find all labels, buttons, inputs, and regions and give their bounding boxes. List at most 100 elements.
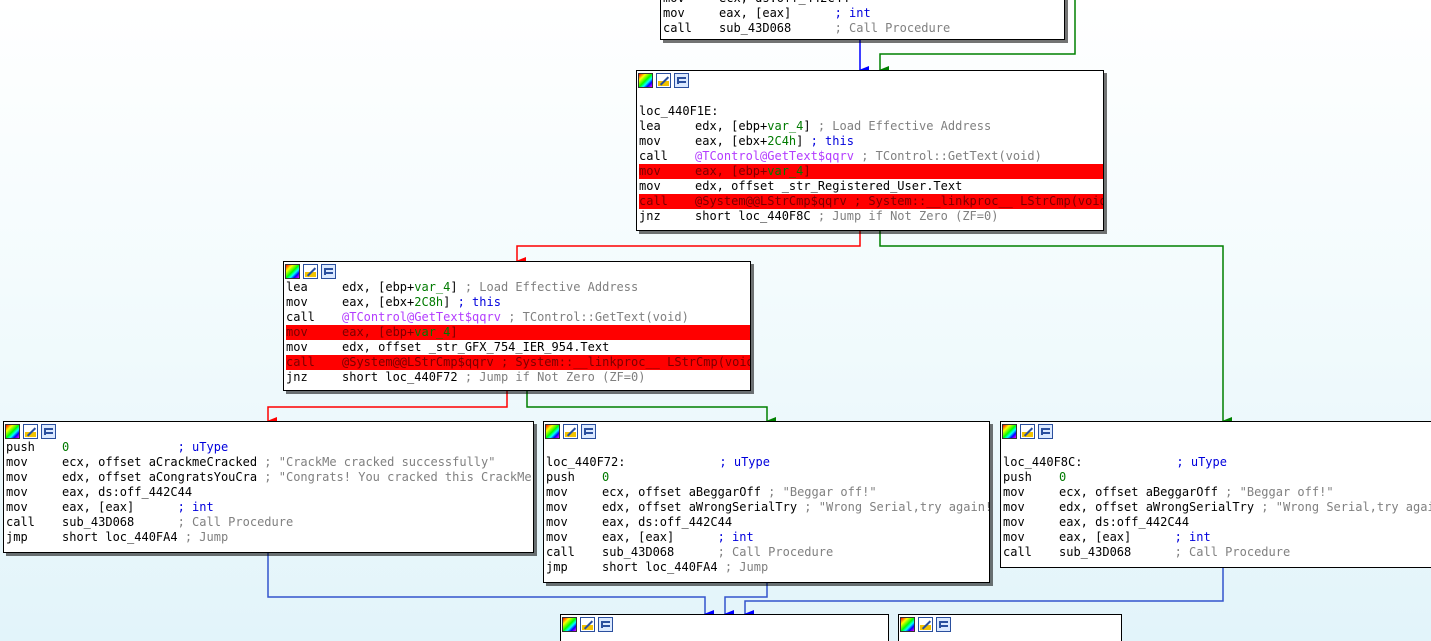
comment: ; "Wrong Serial,try again!" bbox=[1261, 500, 1431, 514]
color-palette-icon[interactable] bbox=[545, 424, 560, 439]
asm-line[interactable]: loc_440F8C: ; uType bbox=[1003, 455, 1431, 470]
edit-name-icon[interactable] bbox=[23, 424, 38, 439]
graph-group-icon[interactable] bbox=[41, 424, 56, 439]
operand: edx, offset aCongratsYouCra bbox=[62, 470, 265, 484]
edit-name-icon[interactable] bbox=[563, 424, 578, 439]
graph-group-icon[interactable] bbox=[674, 73, 689, 88]
operand: 0 bbox=[602, 470, 610, 484]
mnemonic: jnz bbox=[286, 370, 308, 384]
color-palette-icon[interactable] bbox=[562, 617, 577, 632]
operand: ] bbox=[443, 295, 458, 309]
comment: ; int bbox=[717, 530, 754, 544]
operand: eax, ds:off_442C44 bbox=[62, 485, 193, 499]
operand: sub_43D068 bbox=[1059, 545, 1175, 559]
node-bottom-right[interactable] bbox=[898, 614, 1122, 641]
color-palette-icon[interactable] bbox=[638, 73, 653, 88]
comment: ; Jump if Not Zero (ZF=0) bbox=[817, 209, 999, 223]
comment: ; int bbox=[177, 500, 214, 514]
graph-group-icon[interactable] bbox=[598, 617, 613, 632]
edit-name-icon[interactable] bbox=[918, 617, 933, 632]
comment: ; "CrackMe cracked successfully" bbox=[264, 455, 496, 469]
operand: edx, offset _str_Registered_User.Text bbox=[695, 179, 963, 193]
breakpoint-line[interactable]: call@System@@LStrCmp$qqrv ; System::__li… bbox=[639, 194, 1103, 209]
asm-line[interactable]: loc_440F1E: bbox=[639, 104, 1103, 119]
asm-line[interactable] bbox=[546, 440, 989, 455]
breakpoint-line[interactable]: call@System@@LStrCmp$qqrv ; System::__li… bbox=[286, 355, 750, 370]
color-palette-icon[interactable] bbox=[285, 264, 300, 279]
operand: ecx, offset aCrackmeCracked bbox=[62, 455, 265, 469]
edit-name-icon[interactable] bbox=[303, 264, 318, 279]
node-loc-440fa4[interactable] bbox=[560, 614, 889, 641]
operand: 2C8h bbox=[414, 295, 444, 309]
asm-line[interactable]: loc_440F72: ; uType bbox=[546, 455, 989, 470]
mnemonic: mov bbox=[546, 500, 568, 514]
color-palette-icon[interactable] bbox=[5, 424, 20, 439]
edit-name-icon[interactable] bbox=[656, 73, 671, 88]
asm-line[interactable]: call@TControl@GetText$qqrv ; TControl::G… bbox=[639, 149, 1103, 164]
symbol-ref[interactable]: @TControl@GetText$qqrv bbox=[342, 310, 501, 324]
color-palette-icon[interactable] bbox=[900, 617, 915, 632]
operand: ] bbox=[796, 134, 811, 148]
symbol-ref[interactable]: @System@@LStrCmp$qqrv bbox=[695, 194, 847, 208]
color-palette-icon[interactable] bbox=[1002, 424, 1017, 439]
edit-name-icon[interactable] bbox=[580, 617, 595, 632]
operand: loc_440F1E: bbox=[639, 104, 719, 118]
operand: edx, [ebp+ bbox=[695, 119, 768, 133]
symbol-ref[interactable]: @System@@LStrCmp$qqrv bbox=[342, 355, 494, 369]
graph-group-icon[interactable] bbox=[936, 617, 951, 632]
edit-name-icon[interactable] bbox=[1020, 424, 1035, 439]
graph-group-icon[interactable] bbox=[581, 424, 596, 439]
graph-group-icon[interactable] bbox=[1038, 424, 1053, 439]
mnemonic: jmp bbox=[6, 530, 28, 544]
asm-line[interactable] bbox=[639, 89, 1103, 104]
symbol-ref[interactable]: @TControl@GetText$qqrv bbox=[695, 149, 854, 163]
asm-line[interactable] bbox=[1003, 440, 1431, 455]
comment: ; Call Procedure bbox=[717, 545, 834, 559]
graph-group-icon[interactable] bbox=[321, 264, 336, 279]
asm-line[interactable]: call@TControl@GetText$qqrv ; TControl::G… bbox=[286, 310, 750, 325]
